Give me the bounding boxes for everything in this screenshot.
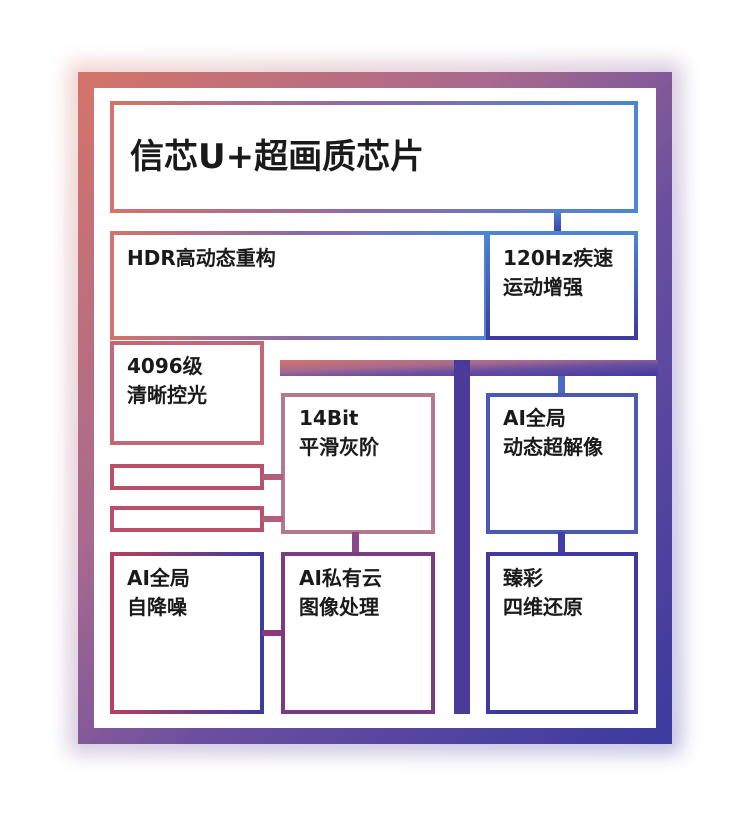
bus-bar-vertical (454, 360, 470, 714)
motion-label: 120Hz疾速 运动增强 (503, 246, 620, 299)
color-block (486, 552, 638, 714)
hdr-label: HDR高动态重构 (127, 246, 276, 270)
dimming-block (110, 341, 264, 445)
cloud-label: AI私有云 图像处理 (299, 566, 389, 619)
title-block (110, 101, 638, 213)
small-bar-1 (110, 464, 264, 490)
super-res-label: AI全局 动态超解像 (503, 406, 604, 459)
super-res-block (486, 393, 638, 534)
small-bar-2 (110, 506, 264, 532)
motion-block (486, 231, 638, 340)
denoise-block (110, 552, 264, 714)
chip-title: 信芯U+超画质芯片 (130, 137, 424, 177)
color-label: 臻彩 四维还原 (503, 566, 583, 619)
dimming-label: 4096级 清晰控光 (127, 354, 210, 407)
cloud-block (281, 552, 435, 714)
gradation-label: 14Bit 平滑灰阶 (299, 406, 380, 459)
denoise-label: AI全局 自降噪 (127, 566, 197, 619)
